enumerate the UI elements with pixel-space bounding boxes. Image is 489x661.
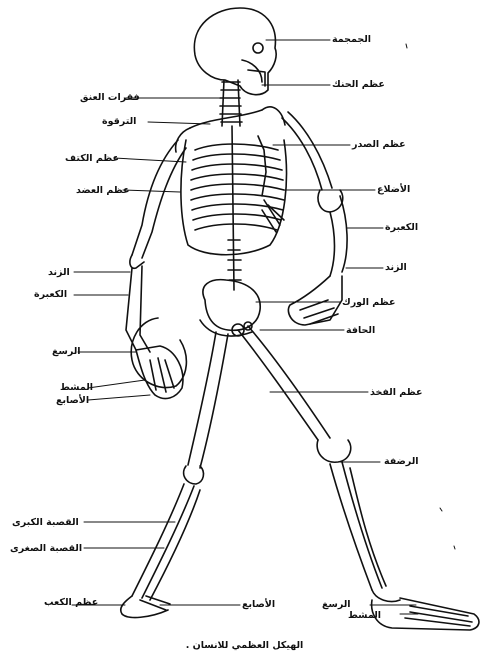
right-arm-drawing — [282, 112, 347, 325]
label-tibia: القصبة الكبرى — [12, 518, 79, 528]
stray-marks — [406, 44, 455, 549]
label-fingers: الأصابع — [56, 396, 89, 406]
label-ribs: الأضلاع — [377, 185, 410, 195]
label-humerus: عظم العضد — [76, 186, 130, 196]
label-fibula: القصبة الصغرى — [10, 544, 82, 554]
label-metatarsus: المشط — [348, 611, 381, 621]
label-patella: الرضفة — [384, 457, 419, 467]
label-heel: عظم الكعب — [44, 598, 98, 608]
label-jaw: عظم الحنك — [332, 80, 385, 90]
label-metacarpus: المشط — [60, 383, 93, 393]
label-sternum: عظم الصدر — [352, 140, 406, 150]
right-leg-drawing — [238, 326, 479, 630]
label-radius-left: الكعبرة — [34, 290, 67, 300]
label-toes: الأصابع — [242, 600, 275, 610]
label-ankle: الرسغ — [322, 600, 351, 610]
label-neck-vertebrae: فقرات العنق — [80, 93, 140, 103]
label-hip: الحافة — [346, 326, 375, 336]
figure-caption: الهيكل العظمي للانسان . — [0, 640, 489, 651]
label-skull: الجمجمة — [332, 35, 371, 45]
left-leg-drawing — [121, 332, 228, 617]
label-femur: عظم الفخذ — [370, 388, 423, 398]
label-clavicle: الترقوة — [102, 117, 136, 127]
spine-drawing — [228, 126, 241, 290]
pelvis-drawing — [200, 280, 260, 336]
label-radius: الكعبرة — [385, 223, 418, 233]
label-wrist-left: الرسغ — [52, 347, 81, 357]
label-ulna-left: الزند — [48, 268, 70, 278]
label-ulna-right: الزند — [385, 263, 407, 273]
left-arm-drawing — [126, 140, 186, 399]
label-pelvis: عظم الورك — [342, 298, 395, 308]
label-scapula: عظم الكتف — [65, 154, 119, 164]
